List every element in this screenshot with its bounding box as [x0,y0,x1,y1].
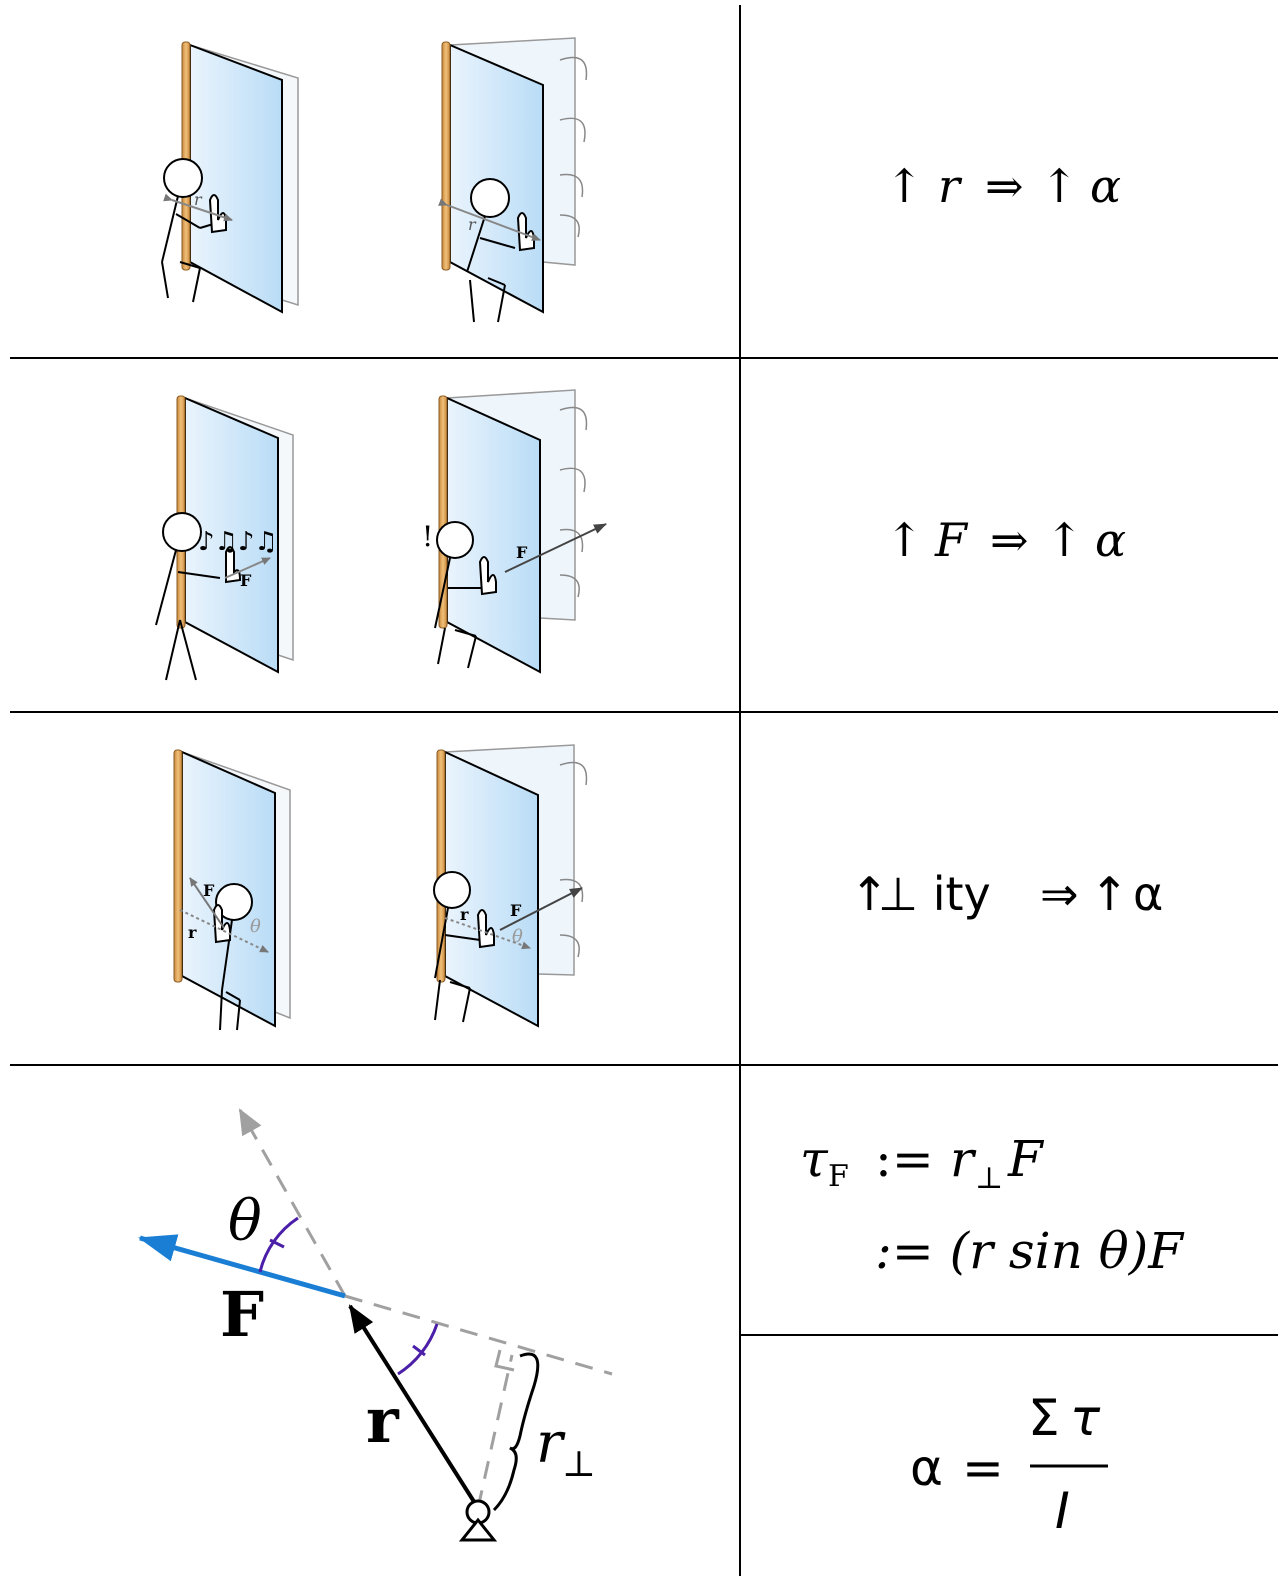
table-grid [10,5,1278,1576]
tau: τ [1070,1389,1101,1447]
theta-label: θ [512,926,523,947]
alpha: α [1090,159,1121,213]
F-label: F [516,543,528,562]
row2-left-door: ♪♫♪♫ F [155,395,294,681]
perp-subscript: ⊥ [975,1161,1003,1196]
alpha: α [1095,513,1126,567]
r-label: r [188,923,197,942]
F-vector-label: F [220,1278,264,1351]
implies: ⇒ [990,513,1029,567]
up-arrow: ↑ [885,159,924,213]
implies: ⇒ [1040,867,1079,921]
r: r [950,1130,977,1188]
F: F [1007,1130,1045,1188]
equals: = [962,1439,1004,1497]
perpendicularity: ⊥ ity [878,867,991,921]
up-arrow: ↑ [1090,867,1129,921]
row3-left-door: F r θ [173,749,291,1031]
implies: ⇒ [985,159,1024,213]
theta-label: θ [228,1189,262,1254]
exclamation: ! [422,520,433,553]
var-F: F [934,513,969,567]
up-arrow: ↑ [1045,513,1084,567]
torque-geometry-diagram: θ F r r ⊥ [138,1108,613,1542]
r-label: r [460,905,469,924]
row3-right-door: F r θ [433,744,588,1028]
F-label: F [240,571,252,590]
tau: τ [800,1130,829,1188]
alpha: α [910,1439,943,1497]
r-perp-label: r [536,1411,566,1476]
r-label: r [468,215,477,234]
up-arrow: ↑ [885,513,924,567]
row3-formula: ↑ ⊥ ity ⇒ ↑ α [850,867,1163,921]
r-label: r [194,190,203,209]
row2-right-door: ! F [422,389,607,674]
tau-subscript: F [828,1159,849,1194]
row1-right-door: r [438,37,588,323]
row2-formula: ↑ F ⇒ ↑ α [885,513,1126,567]
torque-line2: := (r sin θ)F [875,1222,1185,1280]
perp-subscript: ⊥ [562,1444,596,1485]
up-arrow: ↑ [850,867,889,921]
music-notes: ♪♫♪♫ [198,527,278,557]
F-label: F [203,881,215,900]
var-r: r [938,159,963,213]
up-arrow: ↑ [1040,159,1079,213]
torque-definition: τ F := r ⊥ F := (r sin θ)F [800,1130,1185,1280]
row1-left-door: r [161,41,299,314]
moment-of-inertia: I [1055,1482,1070,1540]
row1-formula: ↑ r ⇒ ↑ α [885,159,1121,213]
r-vector-label: r [366,1384,400,1457]
defined-as: := [875,1130,934,1188]
alpha: α [1133,867,1163,921]
F-label: F [510,901,522,920]
sigma: Σ [1028,1389,1060,1447]
rotational-newton-law: α = Σ τ I [910,1389,1108,1540]
theta-label: θ [250,916,261,937]
